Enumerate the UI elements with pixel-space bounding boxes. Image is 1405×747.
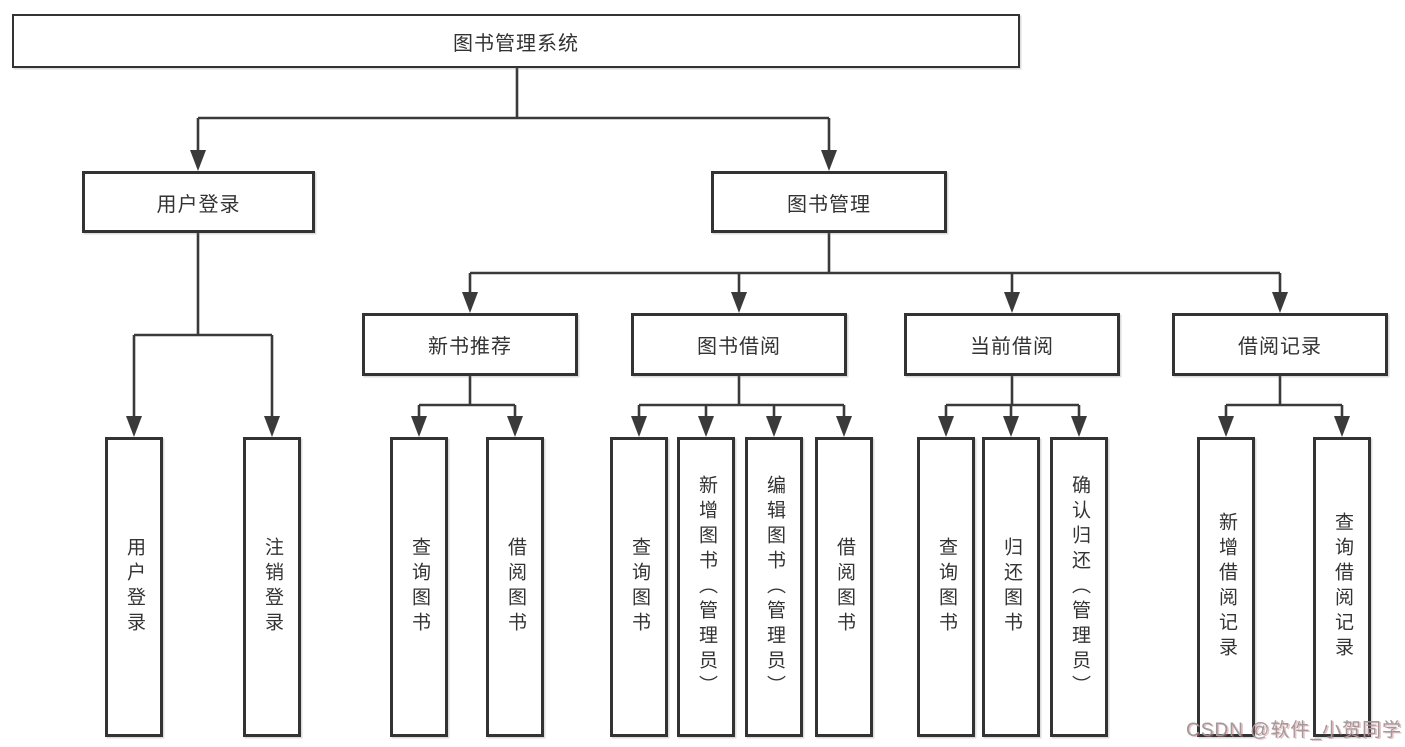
node-new-book-recommend: 新书推荐 [362,313,578,376]
node-borrowing-records-label: 借阅记录 [1238,336,1322,358]
node-library-system-label: 图书管理系统 [453,32,579,55]
node-leaf-br-query-record-label: 查询借阅记录 [1331,512,1353,662]
node-leaf-cb-return-books: 归还图书 [982,437,1040,737]
node-book-management: 图书管理 [711,171,947,233]
node-leaf-br-add-record: 新增借阅记录 [1197,437,1255,737]
node-leaf-bb-edit-books: 编辑图书（管理员） [745,437,803,737]
node-book-management-label: 图书管理 [787,193,871,216]
node-leaf-bb-add-books-label: 新增图书（管理员） [695,474,717,700]
node-leaf-logout-label: 注销登录 [261,537,283,637]
node-leaf-nbr-borrow-books-label: 借阅图书 [504,537,526,637]
node-leaf-bb-query-books: 查询图书 [610,437,668,737]
node-leaf-nbr-query-books: 查询图书 [390,437,448,737]
node-current-borrowing-label: 当前借阅 [970,336,1054,358]
node-new-book-recommend-label: 新书推荐 [428,336,512,358]
node-leaf-bb-borrow-books: 借阅图书 [815,437,873,737]
node-book-borrowing-label: 图书借阅 [697,336,781,358]
node-leaf-cb-query-books-label: 查询图书 [935,537,957,637]
node-leaf-cb-confirm-return-label: 确认归还（管理员） [1068,474,1090,700]
node-library-system: 图书管理系统 [12,14,1020,68]
node-leaf-logout: 注销登录 [243,437,301,737]
node-borrowing-records: 借阅记录 [1172,313,1388,376]
csdn-watermark: CSDN @软件_小贺同学 [1186,720,1402,741]
node-leaf-user-login: 用户登录 [105,437,163,737]
node-user-login: 用户登录 [82,171,315,233]
node-leaf-cb-return-books-label: 归还图书 [1000,537,1022,637]
node-leaf-nbr-query-books-label: 查询图书 [408,537,430,637]
node-leaf-bb-edit-books-label: 编辑图书（管理员） [763,474,785,700]
node-leaf-cb-confirm-return: 确认归还（管理员） [1050,437,1108,737]
node-leaf-bb-query-books-label: 查询图书 [628,537,650,637]
node-leaf-nbr-borrow-books: 借阅图书 [486,437,544,737]
node-current-borrowing: 当前借阅 [904,313,1120,376]
node-leaf-bb-add-books: 新增图书（管理员） [677,437,735,737]
node-leaf-br-query-record: 查询借阅记录 [1313,437,1371,737]
node-leaf-user-login-label: 用户登录 [123,537,145,637]
node-user-login-label: 用户登录 [156,193,241,216]
node-leaf-br-add-record-label: 新增借阅记录 [1215,512,1237,662]
node-leaf-bb-borrow-books-label: 借阅图书 [833,537,855,637]
node-leaf-cb-query-books: 查询图书 [917,437,975,737]
node-book-borrowing: 图书借阅 [631,313,847,376]
